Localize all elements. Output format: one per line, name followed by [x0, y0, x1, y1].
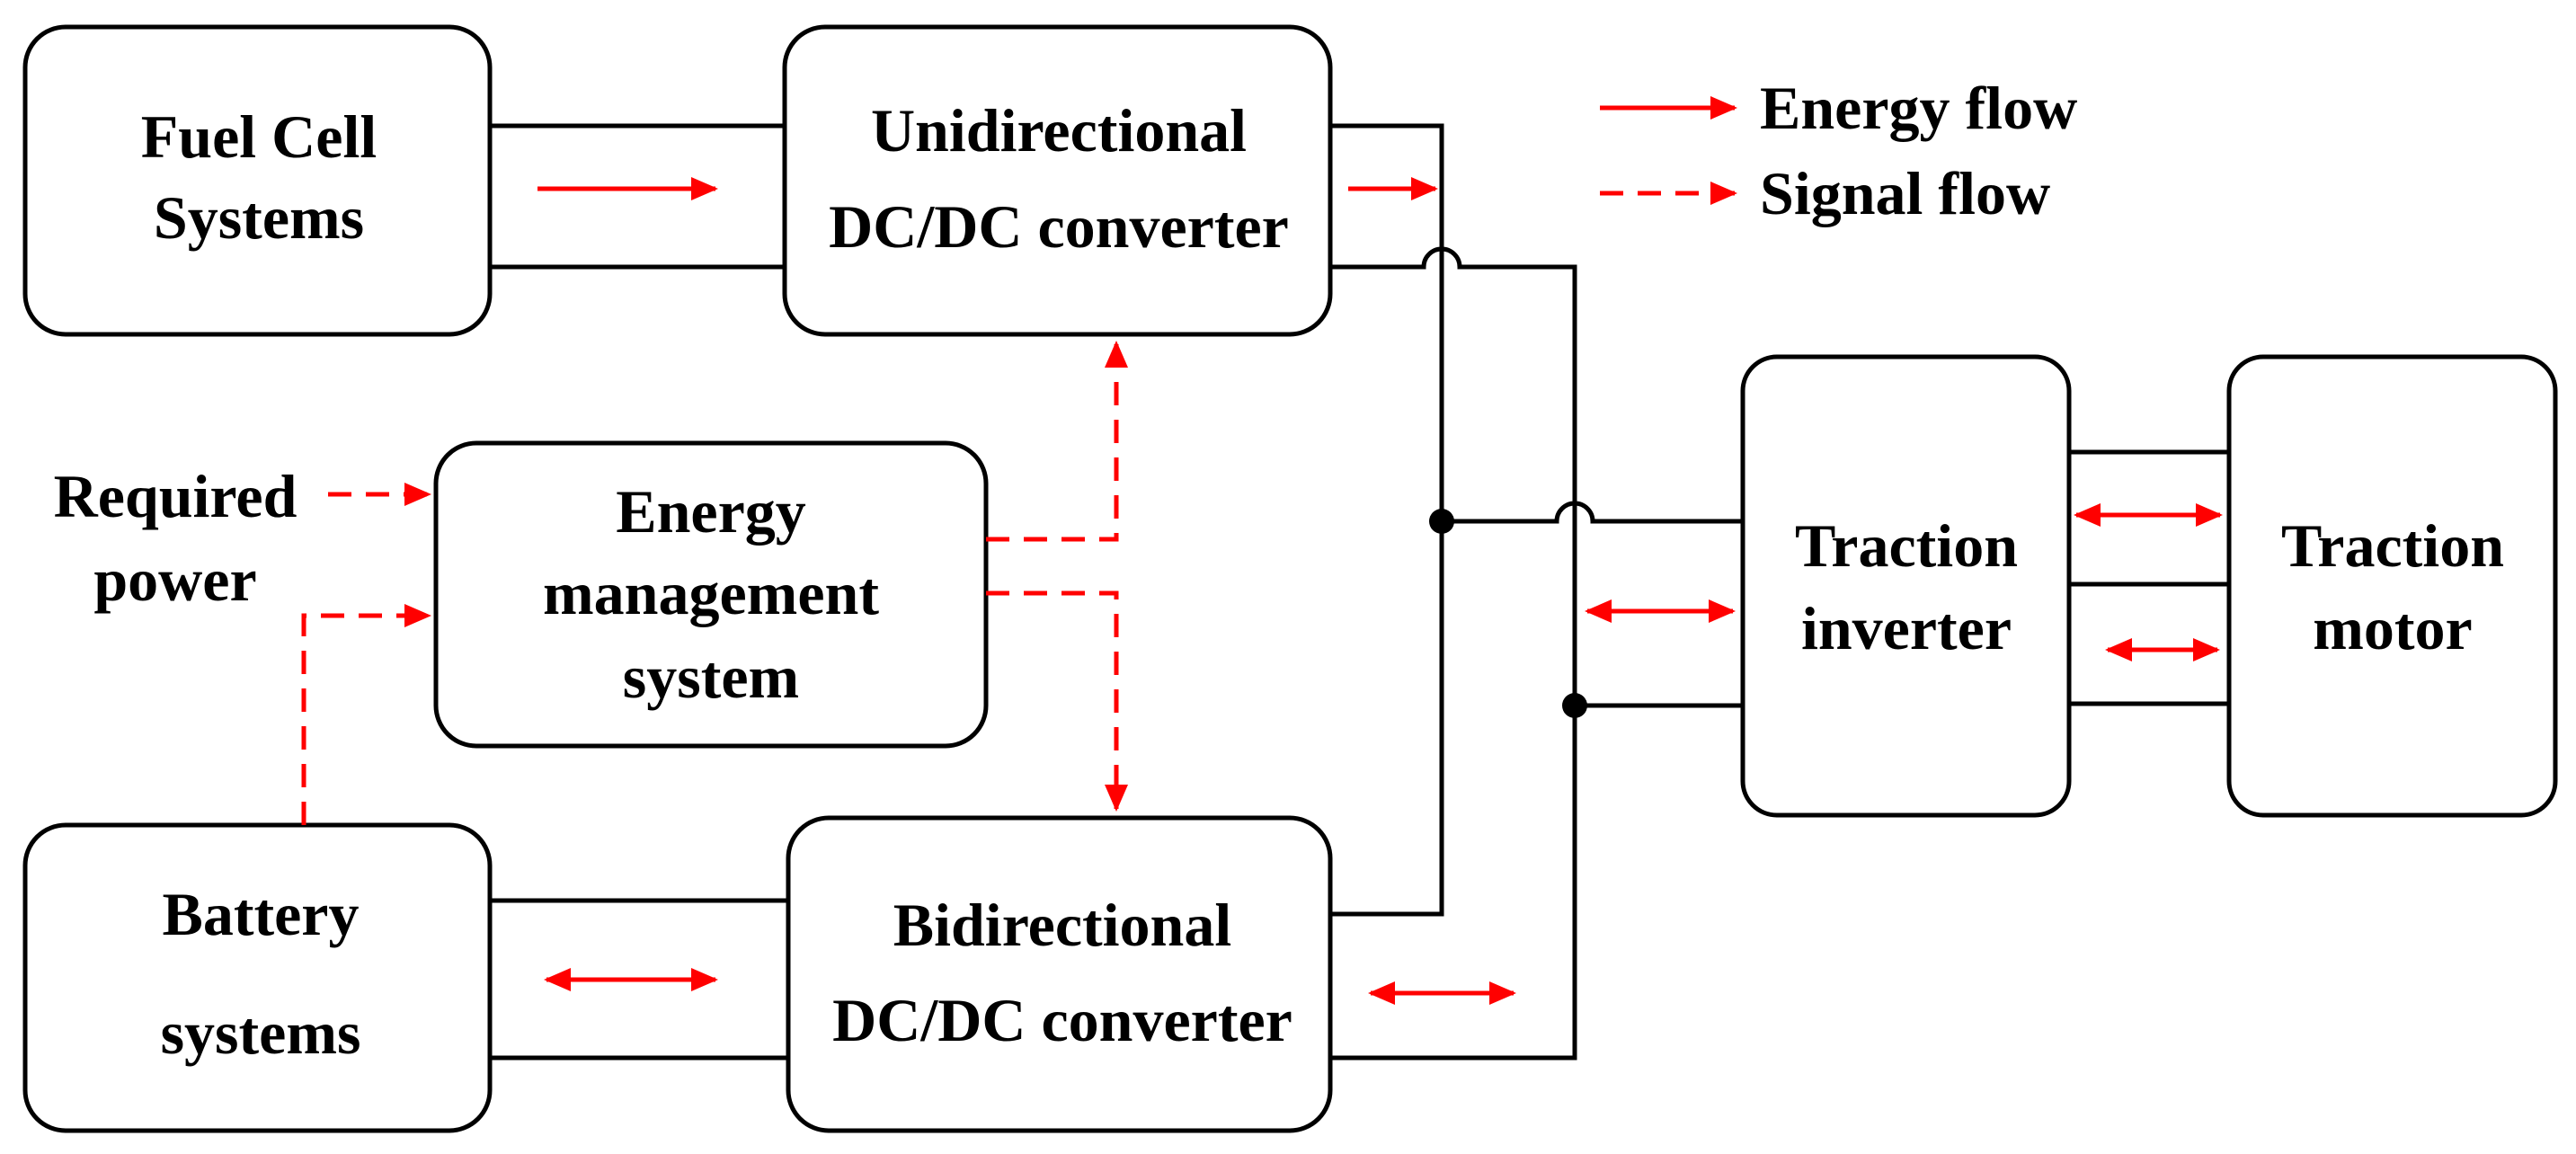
traction-motor-block: Traction motor	[2226, 354, 2558, 818]
signal-arrow-battery-ems	[301, 604, 431, 825]
energy-flow-arrows	[537, 177, 2223, 1005]
battery-label-1: Battery	[162, 880, 359, 948]
required-power-label-1: Required	[54, 462, 298, 530]
junction-dot	[1562, 693, 1587, 718]
motor-label-1: Traction	[2281, 511, 2504, 580]
required-power-label-2: power	[93, 546, 256, 614]
signal-arrow-ems-bidirectional	[986, 590, 1128, 812]
fuel-cell-block: Fuel Cell Systems	[22, 24, 493, 337]
power-wiring	[490, 123, 2229, 1061]
bidirectional-label-1: Bidirectional	[893, 891, 1232, 959]
inverter-label-1: Traction	[1795, 511, 2018, 580]
unidirectional-label-2: DC/DC converter	[829, 192, 1289, 261]
junction-dot	[1429, 509, 1454, 534]
energy-management-block: Energy management system	[433, 440, 989, 749]
motor-label-2: motor	[2313, 594, 2472, 662]
unidirectional-label-1: Unidirectional	[871, 96, 1247, 164]
ems-label-2: management	[543, 559, 879, 627]
legend-signal-flow-label: Signal flow	[1760, 159, 2050, 227]
traction-inverter-block: Traction inverter	[1740, 354, 2072, 818]
bidirectional-converter-block: Bidirectional DC/DC converter	[786, 815, 1333, 1133]
fuel-cell-label-2: Systems	[154, 183, 364, 252]
legend: Energy flow Signal flow	[1600, 74, 2077, 227]
legend-energy-flow-label: Energy flow	[1760, 74, 2077, 142]
unidirectional-converter-block: Unidirectional DC/DC converter	[782, 24, 1333, 337]
battery-block: Battery systems	[22, 822, 493, 1133]
bidirectional-label-2: DC/DC converter	[832, 986, 1292, 1054]
signal-flow-arrows	[301, 341, 1128, 825]
required-power-label: Required power	[54, 462, 298, 614]
ems-label-1: Energy	[616, 477, 806, 546]
ems-label-3: system	[623, 643, 799, 711]
fuel-cell-label-1: Fuel Cell	[141, 102, 378, 171]
inverter-label-2: inverter	[1801, 594, 2012, 662]
signal-arrow-ems-unidirectional	[986, 341, 1128, 542]
battery-label-2: systems	[161, 999, 361, 1067]
